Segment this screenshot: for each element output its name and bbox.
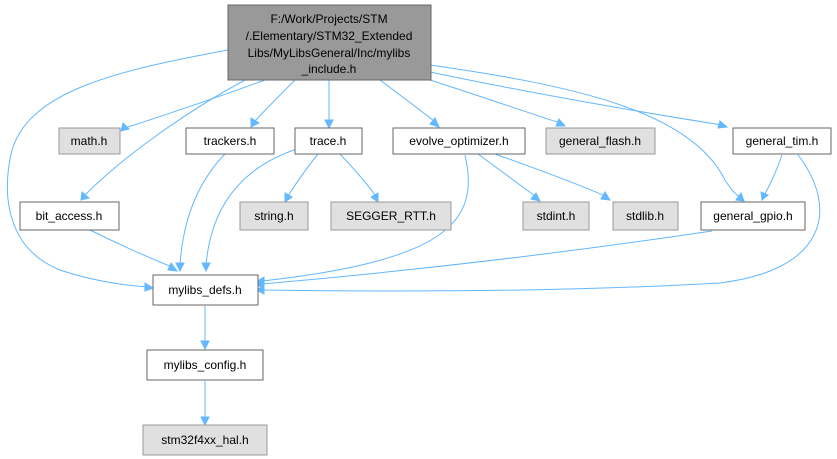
node-trackers-h-label: trackers.h — [204, 134, 257, 148]
node-trace-h[interactable]: trace.h — [294, 127, 363, 155]
edge-main-to-trackers-h — [250, 79, 296, 128]
node-mylibs-config-h[interactable]: mylibs_config.h — [146, 349, 264, 381]
node-stdlib-h-label: stdlib.h — [626, 209, 664, 223]
node-trace-h-label: trace.h — [310, 134, 347, 148]
edge-main-to-math-h — [120, 79, 266, 132]
node-main-line-3: Libs/MyLibsGeneral/Inc/mylibs — [248, 46, 411, 60]
edge-evolve-optimizer-h-to-stdlib-h — [494, 153, 611, 201]
node-general-flash-h: general_flash.h — [545, 127, 656, 155]
node-stm32f4xx-hal-h: stm32f4xx_hal.h — [142, 424, 268, 456]
node-bit-access-h[interactable]: bit_access.h — [19, 201, 120, 231]
edge-main-to-bit-access-h — [80, 79, 246, 201]
node-stdint-h: stdint.h — [522, 201, 590, 231]
node-mylibs-defs-h[interactable]: mylibs_defs.h — [152, 274, 259, 306]
node-evolve-optimizer-h[interactable]: evolve_optimizer.h — [392, 127, 526, 155]
node-segger-rtt-h: SEGGER_RTT.h — [330, 201, 452, 231]
edge-general-tim-h-to-mylibs-defs-h — [254, 154, 821, 295]
edge-trackers-h-to-mylibs-defs-h — [175, 153, 226, 273]
node-general-gpio-h[interactable]: general_gpio.h — [700, 201, 806, 231]
node-bit-access-h-label: bit_access.h — [36, 209, 103, 223]
edge-main-to-general-flash-h — [429, 79, 567, 127]
node-math-h: math.h — [58, 127, 121, 155]
node-trackers-h[interactable]: trackers.h — [185, 127, 275, 155]
node-general-gpio-h-label: general_gpio.h — [713, 209, 792, 223]
edge-main-to-mylibs-defs-h — [6, 49, 229, 292]
edge-bit-access-h-to-mylibs-defs-h — [89, 229, 179, 272]
edge-main-to-general-gpio-h — [429, 64, 745, 202]
node-mylibs-defs-h-label: mylibs_defs.h — [168, 283, 241, 297]
nodes: F:/Work/Projects/STM /.Elementary/STM32_… — [19, 4, 832, 456]
edge-trace-h-to-string-h — [284, 153, 319, 203]
edge-main-to-trace-h — [324, 80, 334, 130]
edge-main-to-evolve-optimizer-h — [379, 79, 440, 128]
node-general-tim-h-label: general_tim.h — [746, 134, 819, 148]
edge-main-to-general-tim-h — [429, 71, 729, 129]
node-segger-rtt-h-label: SEGGER_RTT.h — [346, 209, 436, 223]
node-evolve-optimizer-h-label: evolve_optimizer.h — [409, 134, 508, 148]
node-main-line-1: F:/Work/Projects/STM — [270, 12, 387, 26]
node-math-h-label: math.h — [71, 134, 108, 148]
node-stdlib-h: stdlib.h — [612, 201, 679, 231]
node-string-h-label: string.h — [254, 209, 293, 223]
node-mylibs-config-h-label: mylibs_config.h — [164, 358, 247, 372]
edge-general-tim-h-to-general-gpio-h — [760, 154, 783, 201]
edge-evolve-optimizer-h-to-stdint-h — [477, 153, 541, 202]
node-general-flash-h-label: general_flash.h — [559, 134, 641, 148]
edges — [6, 49, 821, 427]
node-stm32f4xx-hal-h-label: stm32f4xx_hal.h — [161, 433, 248, 447]
node-general-tim-h[interactable]: general_tim.h — [732, 127, 832, 155]
node-mylibs-include-h[interactable]: F:/Work/Projects/STM /.Elementary/STM32_… — [227, 4, 432, 81]
node-string-h: string.h — [239, 201, 309, 231]
node-main-line-4: _include.h — [301, 62, 357, 76]
node-main-line-2: /.Elementary/STM32_Extended — [246, 29, 413, 43]
edge-mylibs-defs-h-to-mylibs-config-h — [200, 306, 210, 351]
edge-trace-h-to-segger-rtt-h — [339, 153, 379, 203]
node-stdint-h-label: stdint.h — [537, 209, 576, 223]
edge-general-gpio-h-to-mylibs-defs-h — [254, 230, 713, 289]
edge-trace-h-to-mylibs-defs-h — [201, 147, 301, 273]
edge-mylibs-config-h-to-stm32f4xx-hal-h — [200, 381, 210, 427]
